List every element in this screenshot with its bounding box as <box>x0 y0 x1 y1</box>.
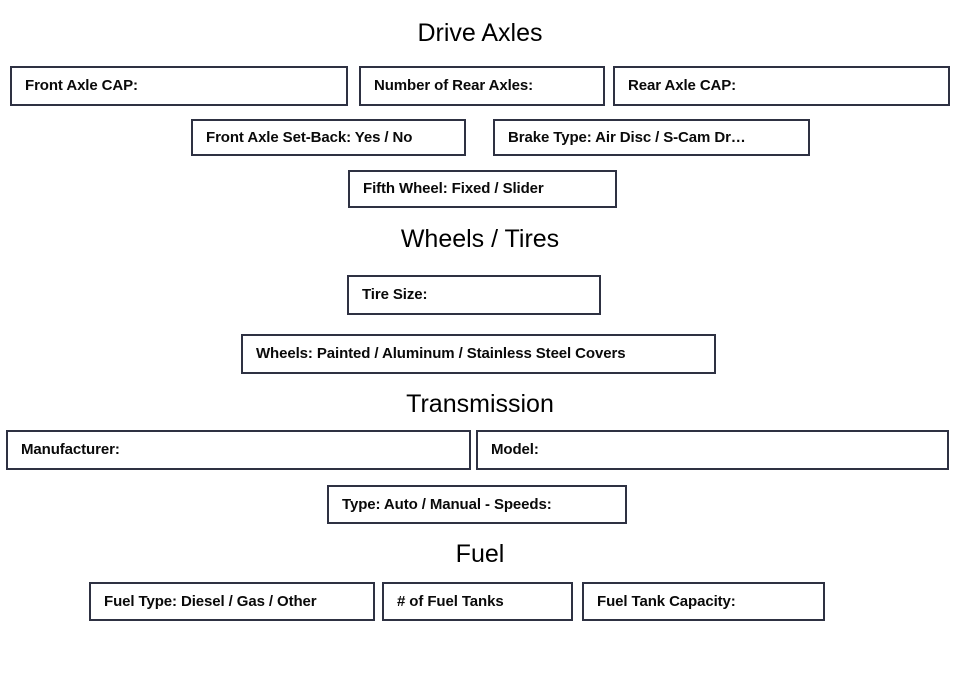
field-label-number-of-rear-axles: Number of Rear Axles: <box>374 77 534 94</box>
field-label-fuel-tank-capacity: Fuel Tank Capacity: <box>597 592 736 610</box>
field-label-model: Model: <box>491 441 539 458</box>
field-label-fifth-wheel: Fifth Wheel: Fixed / Slider <box>363 180 544 197</box>
section-heading-transmission: Transmission <box>406 390 554 418</box>
field-fifth-wheel[interactable]: Fifth Wheel: Fixed / Slider <box>348 170 617 208</box>
field-front-axle-cap[interactable]: Front Axle CAP: <box>10 66 348 106</box>
field-label-front-axle-cap: Front Axle CAP: <box>25 77 138 94</box>
field-fuel-type[interactable]: Fuel Type: Diesel / Gas / Other <box>89 582 375 621</box>
section-heading-drive-axles: Drive Axles <box>417 19 543 47</box>
field-label-brake-type: Brake Type: Air Disc / S-Cam Dr… <box>508 128 746 146</box>
field-label-number-of-fuel-tanks: # of Fuel Tanks <box>397 592 504 610</box>
field-label-tire-size: Tire Size: <box>362 286 428 303</box>
field-manufacturer[interactable]: Manufacturer: <box>6 430 471 470</box>
field-rear-axle-cap[interactable]: Rear Axle CAP: <box>613 66 950 106</box>
field-number-of-fuel-tanks[interactable]: # of Fuel Tanks <box>382 582 573 621</box>
field-brake-type[interactable]: Brake Type: Air Disc / S-Cam Dr… <box>493 119 810 156</box>
field-type-speeds[interactable]: Type: Auto / Manual - Speeds: <box>327 485 627 524</box>
field-number-of-rear-axles[interactable]: Number of Rear Axles: <box>359 66 605 106</box>
field-label-front-axle-set-back: Front Axle Set-Back: Yes / No <box>206 128 413 146</box>
field-fuel-tank-capacity[interactable]: Fuel Tank Capacity: <box>582 582 825 621</box>
field-label-fuel-type: Fuel Type: Diesel / Gas / Other <box>104 592 317 610</box>
field-label-manufacturer: Manufacturer: <box>21 441 120 458</box>
field-label-rear-axle-cap: Rear Axle CAP: <box>628 77 737 94</box>
field-wheels[interactable]: Wheels: Painted / Aluminum / Stainless S… <box>241 334 716 374</box>
field-tire-size[interactable]: Tire Size: <box>347 275 601 315</box>
field-front-axle-set-back[interactable]: Front Axle Set-Back: Yes / No <box>191 119 466 156</box>
field-model[interactable]: Model: <box>476 430 949 470</box>
field-label-wheels: Wheels: Painted / Aluminum / Stainless S… <box>256 345 626 362</box>
section-heading-fuel: Fuel <box>455 540 505 568</box>
field-label-type-speeds: Type: Auto / Manual - Speeds: <box>342 495 552 513</box>
section-heading-wheels-tires: Wheels / Tires <box>400 225 560 253</box>
